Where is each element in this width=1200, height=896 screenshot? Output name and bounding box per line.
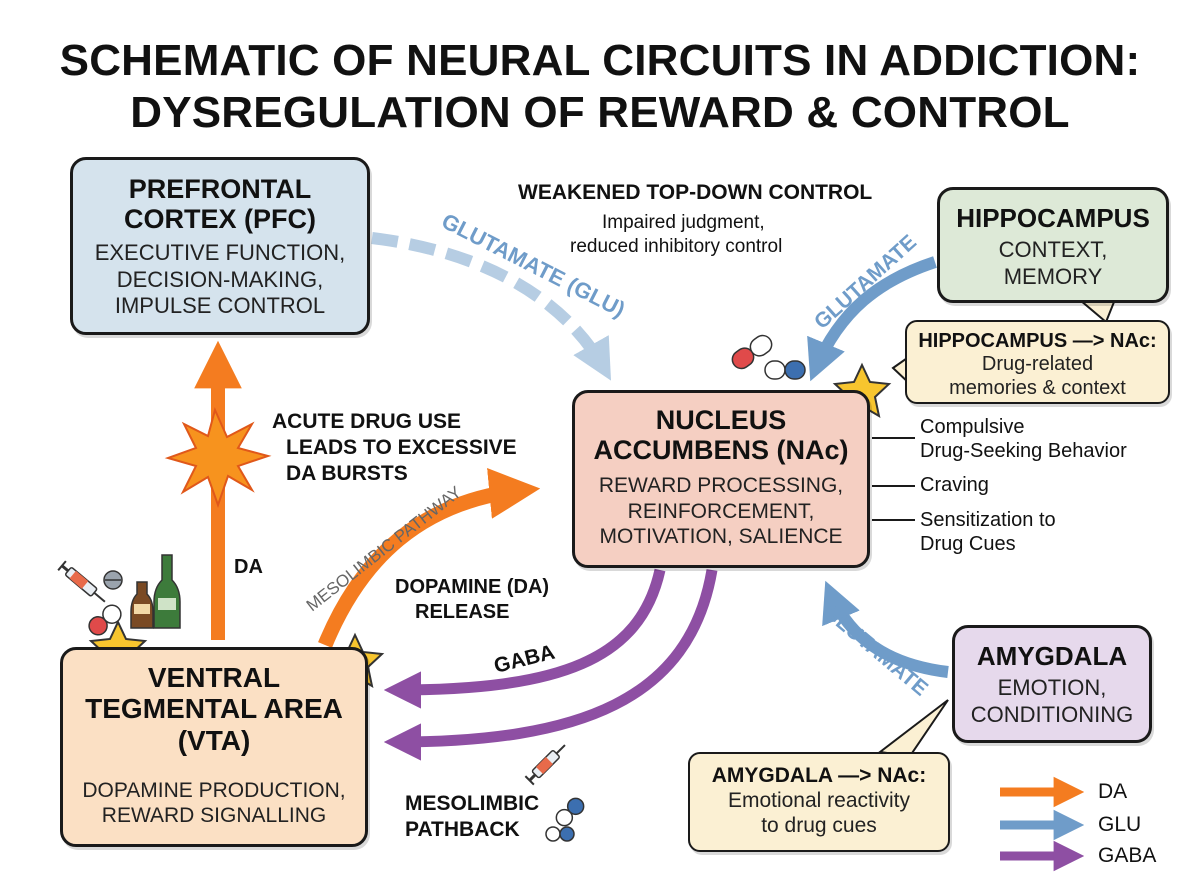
glu-hippo-nac-arrow [807,256,937,382]
weakened-control-title: WEAKENED TOP-DOWN CONTROL [518,181,873,204]
pathback-line-1: MESOLIMBIC [405,792,540,815]
nac-title-line-2: ACCUMBENS (NAc) [593,435,849,466]
nac-title-line-1: NUCLEUS [655,405,787,435]
weakened-control-line-1: Impaired judgment, [602,212,765,233]
callout-hippocampus-nac: HIPPOCAMPUS —> NAc: Drug-related memorie… [905,320,1170,404]
glu-amyg-label: GLUTAMATE [819,600,932,700]
pfc-desc-line-2: DECISION-MAKING, [116,266,324,292]
amygdala-callout-line-1: Emotional reactivity [727,788,911,812]
bottle-icon [130,581,154,629]
nac-desc-line-2: REINFORCEMENT, [627,499,815,523]
pfc-desc-line-3: IMPULSE CONTROL [114,293,326,319]
gaba-nac-vta-arrow-2 [383,569,718,761]
bottle-icon [153,554,181,629]
node-hippocampus: HIPPOCAMPUS CONTEXT, MEMORY [937,187,1169,303]
acute-drug-line-1: ACUTE DRUG USE [272,410,462,433]
amygdala-desc-line-2: CONDITIONING [970,701,1134,727]
pathback-line-2: PATHBACK [405,818,520,841]
amygdala-desc-line-1: EMOTION, [997,675,1107,701]
callout-amygdala-nac: AMYGDALA —> NAc: Emotional reactivity to… [688,752,950,852]
vta-title-line-1: VENTRAL [147,662,281,693]
dopamine-release-line-1: DOPAMINE (DA) [395,576,550,598]
amygdala-callout-line-2: to drug cues [761,813,877,837]
hippocampus-callout-line-1: Drug-related [981,353,1094,376]
glu-hippo-label: GLUTAMATE [810,231,921,334]
outcome-craving: Craving [920,474,989,496]
diagram-title-line-1: SCHEMATIC OF NEURAL CIRCUITS IN ADDICTIO… [59,36,1141,85]
outcome-sensitization-line-1: Sensitization to [920,509,1056,531]
node-vta: VENTRAL TEGMENTAL AREA (VTA) DOPAMINE PR… [60,647,368,847]
hippocampus-callout-line-2: memories & context [949,377,1126,400]
hippocampus-title: HIPPOCAMPUS [956,203,1150,233]
pfc-title-line-2: CORTEX (PFC) [124,204,316,235]
nac-desc-line-1: REWARD PROCESSING, [598,474,844,498]
pill-tablet-icon [103,570,123,590]
acute-drug-line-3: DA BURSTS [286,462,408,485]
outcome-compulsive-line-2: Drug-Seeking Behavior [920,440,1127,462]
weakened-control-line-2: reduced inhibitory control [570,236,783,257]
vta-title-line-3: (VTA) [177,724,251,756]
legend-gaba-label: GABA [1098,844,1157,867]
node-pfc: PREFRONTAL CORTEX (PFC) EXECUTIVE FUNCTI… [70,157,370,335]
amygdala-callout-title: AMYGDALA —> NAc: [711,764,927,787]
glu-pfc-nac-arrow [371,232,612,381]
node-amygdala: AMYGDALA EMOTION, CONDITIONING [952,625,1152,743]
hippocampus-callout-title: HIPPOCAMPUS —> NAc: [918,330,1157,352]
pill-capsule-icon [764,360,806,380]
outcome-compulsive-line-1: Compulsive [920,416,1025,438]
amygdala-title: AMYGDALA [976,641,1128,671]
pill-capsule-icon [731,334,773,370]
da-vta-nac-arrow [318,468,541,648]
syringe-icon [524,744,566,786]
vta-title-line-2: TEGMENTAL AREA [85,693,343,725]
vta-desc-line-1: DOPAMINE PRODUCTION, [82,779,346,803]
burst-icon [164,407,272,509]
hippocampus-desc-line-1: CONTEXT, [998,237,1108,263]
pfc-title-line-1: PREFRONTAL [128,174,312,204]
syringe-icon [57,560,106,603]
outcome-sensitization-line-2: Drug Cues [920,533,1016,555]
gaba-nac-vta-arrow-1 [383,568,666,709]
da-vertical-label: DA [234,556,263,578]
diagram-title-line-2: DYSREGULATION OF REWARD & CONTROL [130,88,1070,137]
legend-glu-label: GLU [1098,813,1142,836]
acute-drug-line-2: LEADS TO EXCESSIVE [286,436,517,459]
vta-desc-line-2: REWARD SIGNALLING [101,804,327,828]
pfc-desc-line-1: EXECUTIVE FUNCTION, [94,240,346,266]
glu-amyg-nac-arrow [822,580,949,678]
hippocampus-desc-line-2: MEMORY [1003,263,1103,289]
dopamine-release-line-2: RELEASE [415,601,510,623]
pill-capsule-icon [88,604,122,636]
nac-desc-line-3: MOTIVATION, SALIENCE [599,524,843,548]
legend-da-label: DA [1098,780,1128,803]
node-nac: NUCLEUS ACCUMBENS (NAc) REWARD PROCESSIN… [572,390,870,568]
pill-capsule-icon [555,797,585,827]
amyg-callout-pointer [877,699,949,758]
pill-capsule-icon [545,826,575,842]
